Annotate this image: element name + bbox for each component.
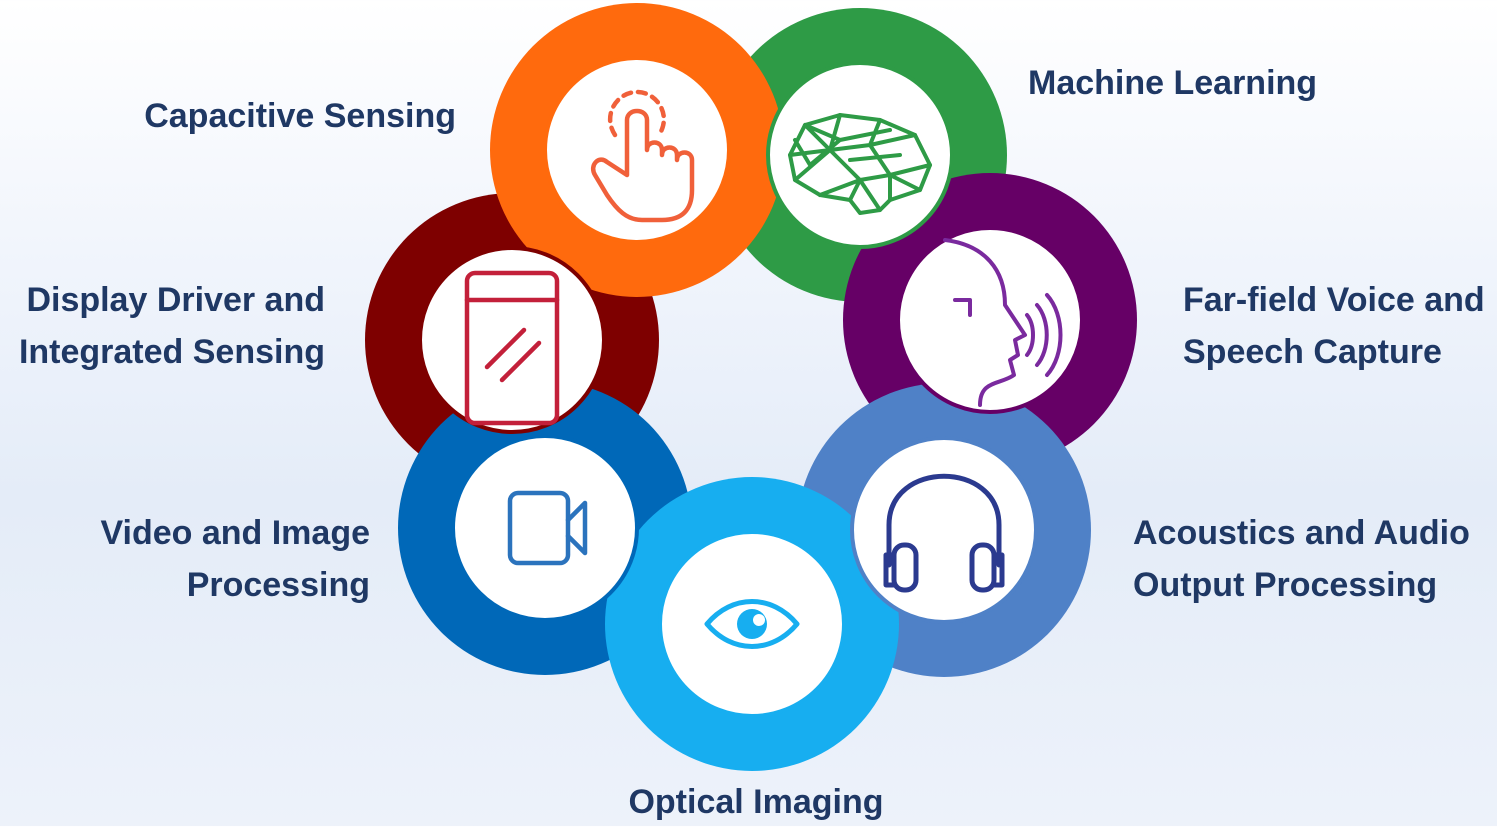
label-far-field-voice: Far-field Voice and Speech Capture bbox=[1183, 281, 1485, 371]
label-display-driver: Display Driver and Integrated Sensing bbox=[18, 281, 325, 371]
brain-icon bbox=[788, 113, 932, 215]
label-acoustics-audio: Acoustics and Audio Output Processing bbox=[1133, 514, 1470, 604]
inner-disc-acoustics-audio bbox=[850, 436, 1038, 624]
inner-disc-video-image bbox=[451, 434, 639, 622]
inner-disc-capacitive-sensing bbox=[543, 56, 731, 244]
speaking-head-icon bbox=[943, 238, 1063, 407]
label-optical-imaging: Optical Imaging bbox=[628, 783, 884, 821]
label-machine-learning: Machine Learning bbox=[1028, 64, 1318, 102]
headphones-icon bbox=[883, 473, 1005, 593]
display-panel-icon bbox=[464, 270, 560, 426]
touch-finger-icon bbox=[590, 89, 695, 223]
eye-icon bbox=[704, 599, 800, 649]
label-video-image: Video and Image Processing bbox=[100, 514, 370, 604]
video-camera-icon bbox=[507, 490, 588, 566]
label-capacitive-sensing: Capacitive Sensing bbox=[144, 97, 456, 135]
inner-disc-machine-learning bbox=[766, 61, 954, 249]
